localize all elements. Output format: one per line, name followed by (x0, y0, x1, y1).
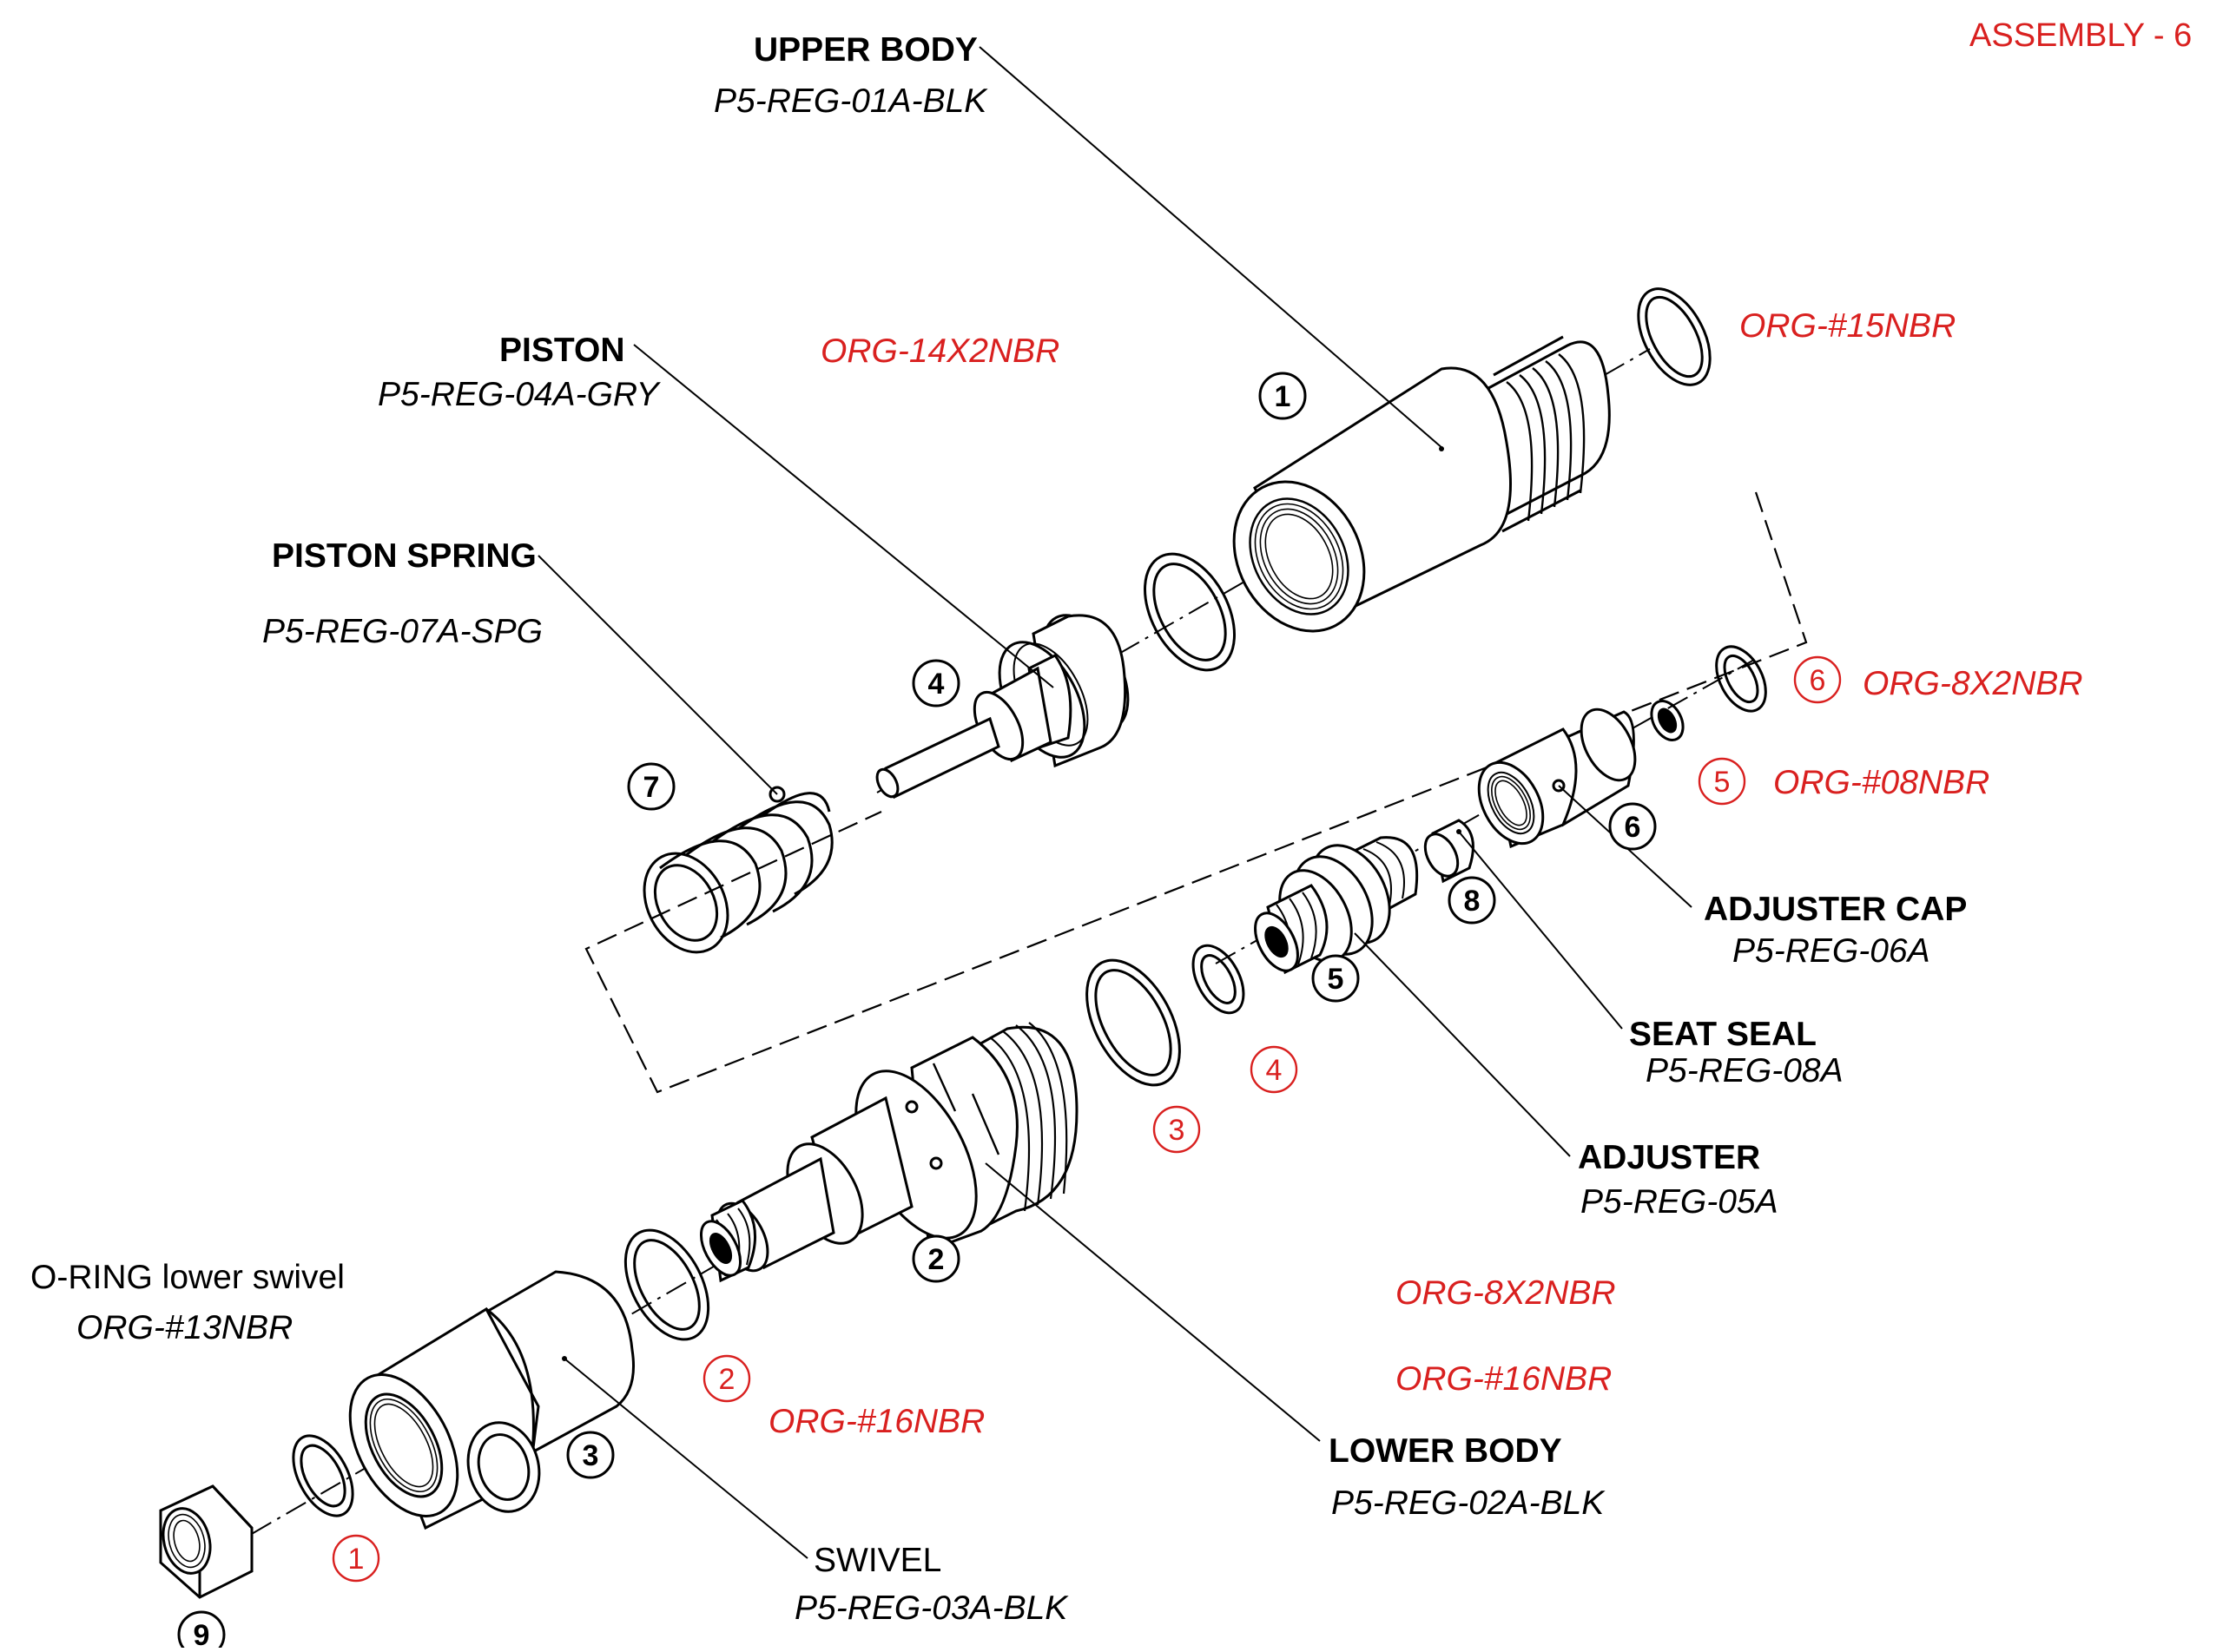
leader-lines (538, 46, 1692, 1559)
oring-15-pn: ORG-#15NBR (1739, 307, 1956, 345)
oring-red-3 (1085, 958, 1181, 1087)
oring-red-4 (1191, 944, 1245, 1015)
oring-08-pn: ORG-#08NBR (1773, 764, 1990, 801)
piston-pn: P5-REG-04A-GRY (378, 376, 659, 413)
oring-16-pn: ORG-#16NBR (768, 1403, 986, 1440)
swivel-label: SWIVEL (814, 1542, 942, 1579)
callout-red-6: 6 (1809, 664, 1826, 697)
oring-16-legend: ORG-#16NBR (1395, 1360, 1613, 1398)
seat-seal-part (1423, 819, 1474, 884)
lower-body-pn: P5-REG-02A-BLK (1331, 1484, 1605, 1522)
callout-7: 7 (643, 771, 660, 804)
oring-8x2-top (1715, 645, 1767, 713)
oring-lower-swivel-label: O-RING lower swivel (30, 1259, 345, 1296)
callout-red-1: 1 (347, 1543, 365, 1576)
lower-body-part (699, 1022, 1079, 1283)
lower-body-label: LOWER BODY (1329, 1432, 1562, 1470)
hex-nut-part (159, 1484, 254, 1599)
assembly-title: ASSEMBLY - 6 (1969, 17, 2193, 54)
oring-8x2-legend: ORG-8X2NBR (1395, 1274, 1616, 1312)
piston-spring-pn: P5-REG-07A-SPG (262, 613, 543, 650)
upper-body-label: UPPER BODY (754, 31, 978, 69)
adjuster-pn: P5-REG-05A (1580, 1183, 1778, 1221)
seat-seal-label: SEAT SEAL (1629, 1016, 1817, 1053)
seat-seal-pn: P5-REG-08A (1646, 1052, 1844, 1089)
adjuster-cap-label: ADJUSTER CAP (1704, 891, 1968, 928)
callout-1: 1 (1274, 380, 1291, 413)
callout-circles-black (177, 372, 1657, 1648)
callout-red-5: 5 (1713, 766, 1731, 799)
subassembly-dashed-box (584, 491, 1808, 1094)
oring-8x2-top-pn: ORG-8X2NBR (1863, 665, 2083, 702)
oring-red-1 (292, 1434, 354, 1517)
oring-15 (1637, 287, 1712, 386)
callout-8: 8 (1463, 885, 1481, 918)
swivel-pn: P5-REG-03A-BLK (795, 1589, 1068, 1627)
piston-label: PISTON (499, 332, 625, 369)
callout-red-3: 3 (1168, 1114, 1185, 1147)
callout-6: 6 (1624, 811, 1641, 844)
callout-2: 2 (927, 1243, 945, 1276)
adjuster-cap-part (1477, 708, 1637, 849)
oring-08 (1650, 700, 1685, 741)
upper-body-pn: P5-REG-01A-BLK (714, 82, 987, 120)
adjuster-cap-pn: P5-REG-06A (1732, 932, 1930, 970)
callout-red-2: 2 (718, 1363, 736, 1396)
oring-14x2-pn: ORG-14X2NBR (821, 332, 1060, 370)
adjuster-label: ADJUSTER (1578, 1139, 1761, 1176)
piston-spring-part (643, 786, 834, 954)
callout-9: 9 (193, 1619, 210, 1652)
upper-body-part (1232, 335, 1611, 633)
callout-3: 3 (582, 1439, 599, 1472)
piston-part (875, 614, 1130, 800)
adjuster-part (1254, 836, 1419, 975)
callout-4: 4 (927, 668, 945, 701)
oring-14x2 (1144, 552, 1236, 672)
callout-red-4: 4 (1265, 1054, 1283, 1087)
callout-5: 5 (1327, 963, 1344, 996)
piston-spring-label: PISTON SPRING (272, 537, 537, 575)
callout-circles-red (332, 655, 1842, 1583)
oring-lower-swivel-pn: ORG-#13NBR (76, 1309, 294, 1346)
oring-red-2 (623, 1228, 710, 1341)
swivel-part (348, 1270, 636, 1530)
